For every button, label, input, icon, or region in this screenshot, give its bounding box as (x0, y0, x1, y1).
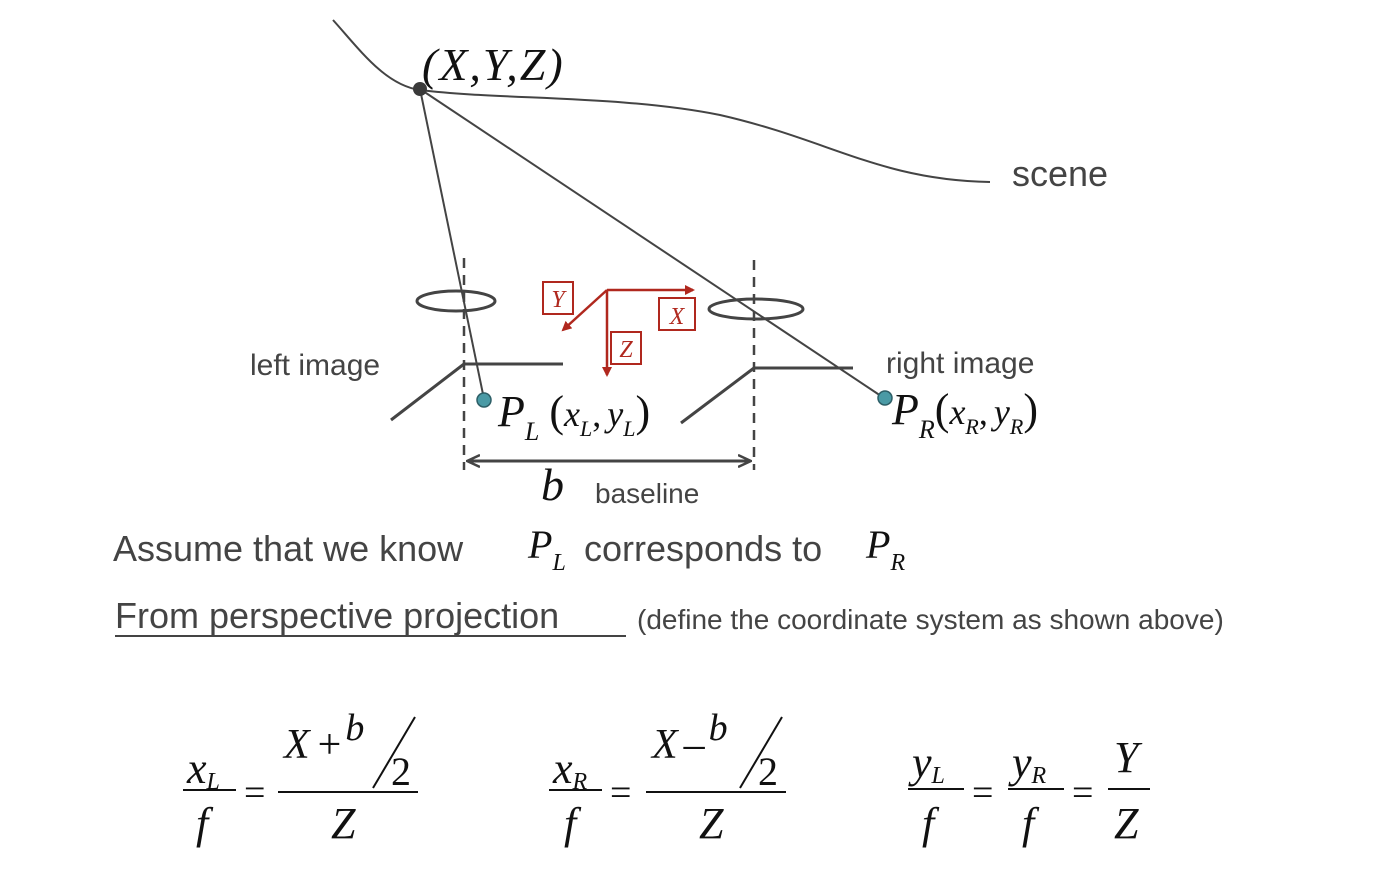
svg-text:X–b: X–b (650, 707, 728, 768)
svg-text:Z: Z (699, 799, 724, 848)
z-axis-label: Z (619, 337, 633, 363)
svg-text:f: f (196, 799, 214, 848)
left-image-plane-side (390, 362, 465, 422)
assume-sentence: Assume that we know (113, 528, 464, 569)
z-axis-box (610, 331, 642, 365)
svg-text:=: = (610, 772, 631, 814)
svg-text:2: 2 (758, 749, 778, 794)
y-axis-arrow (561, 289, 608, 332)
right-image-plane-side (680, 366, 755, 425)
left-ray (419, 88, 485, 400)
scene-curve (332, 19, 991, 183)
right-lens (707, 297, 805, 321)
svg-text:f: f (922, 799, 940, 848)
assume-pr: PR (865, 522, 905, 576)
svg-text:yL: yL (908, 738, 945, 789)
svg-text:=: = (244, 772, 265, 814)
svg-text:=: = (1072, 772, 1093, 814)
svg-text:f: f (564, 799, 582, 848)
svg-text:Z: Z (331, 799, 356, 848)
baseline-symbol: b (541, 459, 564, 510)
left-image-point (476, 392, 492, 408)
projection-heading: From perspective projection (115, 595, 559, 636)
right-image-label: right image (886, 347, 1034, 380)
assume-pl: PL (527, 522, 566, 576)
equation-x-right: xR f = X–b 2 Z (549, 707, 786, 848)
x-axis-label: X (669, 304, 686, 330)
svg-text:f: f (1022, 799, 1040, 848)
svg-text:Z: Z (1114, 799, 1139, 848)
svg-text:yR: yR (1008, 738, 1047, 789)
x-axis-box (658, 297, 696, 331)
right-image-point (877, 390, 893, 406)
assume-middle: corresponds to (584, 528, 822, 569)
equation-y: yL f = yR f = Y Z (908, 733, 1150, 848)
equation-x-left: xL f = X+b 2 Z (183, 707, 418, 848)
right-ray (419, 88, 885, 399)
left-image-label: left image (250, 349, 380, 382)
svg-text:Y: Y (1114, 733, 1143, 782)
left-point-label: PL(xL,yL) (497, 387, 650, 446)
scene-point-label: (X,Y,Z) (422, 39, 565, 90)
svg-text:X+b: X+b (282, 707, 364, 768)
y-axis-box (542, 281, 574, 315)
left-lens (415, 289, 497, 313)
svg-text:xR: xR (552, 744, 588, 795)
right-point-label: PR(xR,yR) (891, 385, 1038, 444)
scene-point (413, 82, 427, 96)
svg-text:=: = (972, 772, 993, 814)
svg-text:xL: xL (186, 744, 220, 795)
svg-text:2: 2 (391, 749, 411, 794)
projection-note: (define the coordinate system as shown a… (637, 604, 1224, 635)
baseline-label: baseline (595, 478, 699, 509)
scene-label: scene (1012, 153, 1108, 194)
y-axis-label: Y (551, 287, 567, 313)
